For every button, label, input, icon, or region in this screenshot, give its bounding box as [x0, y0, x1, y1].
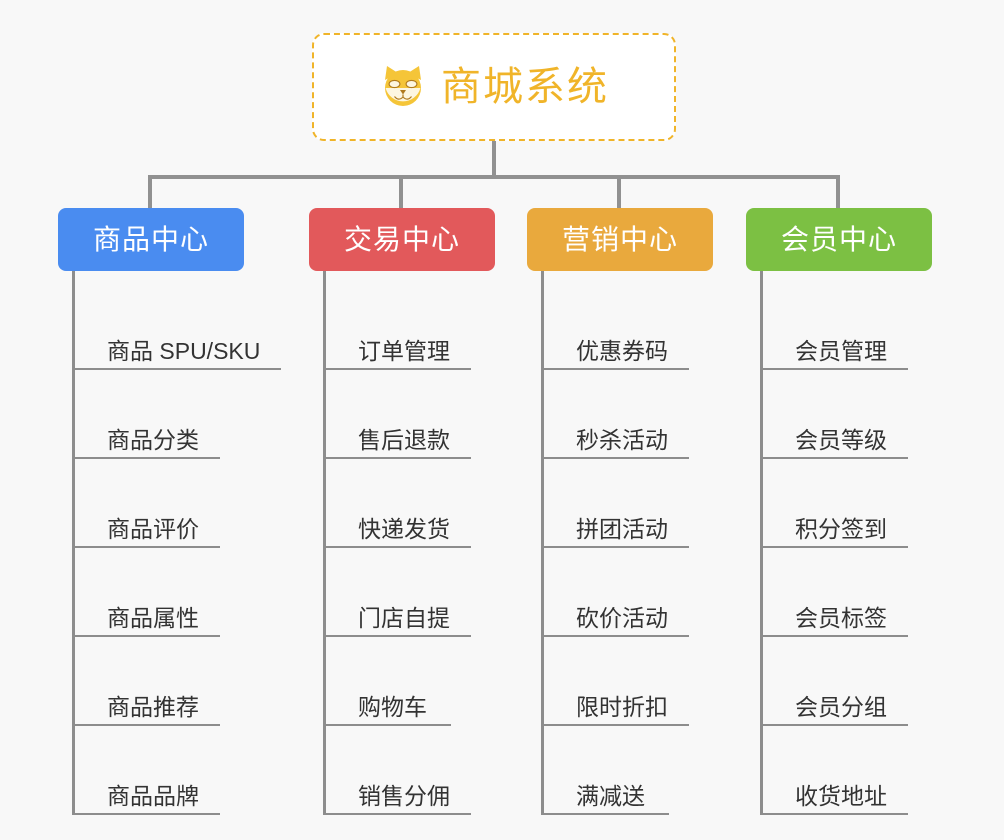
leaf-underline: [75, 546, 220, 548]
leaf-underline: [326, 546, 471, 548]
list-item[interactable]: 砍价活动: [544, 548, 713, 637]
leaf-list-product-center: 商品 SPU/SKU 商品分类 商品评价 商品属性 商品推荐 商品品牌: [72, 271, 281, 815]
leaf-label: 秒杀活动: [576, 426, 668, 453]
leaf-list-trade-center: 订单管理 售后退款 快递发货 门店自提 购物车 销售分佣: [323, 271, 495, 815]
leaf-underline: [763, 724, 908, 726]
branch-marketing-center: 营销中心 优惠券码 秒杀活动 拼团活动 砍价活动 限时折扣: [527, 208, 713, 815]
connector-drop-marketing-center: [617, 175, 621, 209]
leaf-label: 购物车: [358, 693, 427, 720]
leaf-label: 积分签到: [795, 515, 887, 542]
category-label: 营销中心: [561, 223, 678, 255]
leaf-underline: [326, 457, 471, 459]
leaf-label: 商品评价: [107, 515, 199, 542]
leaf-label: 收货地址: [795, 782, 887, 809]
root-node[interactable]: 商城系统: [312, 33, 676, 141]
leaf-underline: [763, 457, 908, 459]
list-item[interactable]: 商品品牌: [75, 726, 244, 815]
list-item[interactable]: 门店自提: [326, 548, 495, 637]
leaf-label: 商品分类: [107, 426, 199, 453]
leaf-underline: [544, 546, 689, 548]
leaf-label: 销售分佣: [358, 782, 450, 809]
leaf-underline: [326, 724, 451, 726]
leaf-label: 拼团活动: [576, 515, 668, 542]
root-title: 商城系统: [441, 65, 609, 109]
category-header-trade-center[interactable]: 交易中心: [309, 208, 495, 271]
category-label: 交易中心: [343, 223, 460, 255]
list-item[interactable]: 订单管理: [326, 281, 495, 370]
leaf-underline: [763, 635, 908, 637]
leaf-label: 商品品牌: [107, 782, 199, 809]
leaf-underline: [75, 457, 220, 459]
branch-member-center: 会员中心 会员管理 会员等级 积分签到 会员标签 会员分组: [746, 208, 932, 815]
branch-product-center: 商品中心 商品 SPU/SKU 商品分类 商品评价 商品属性 商品推荐: [58, 208, 281, 815]
shiba-inu-dog-face-icon: [379, 63, 427, 111]
leaf-label: 满减送: [576, 782, 645, 809]
leaf-list-marketing-center: 优惠券码 秒杀活动 拼团活动 砍价活动 限时折扣 满减送: [541, 271, 713, 815]
list-item[interactable]: 限时折扣: [544, 637, 713, 726]
connector-drop-trade-center: [399, 175, 403, 209]
leaf-label: 售后退款: [358, 426, 450, 453]
leaf-underline: [763, 813, 908, 815]
connector-root-stem: [492, 141, 496, 178]
leaf-label: 会员标签: [795, 604, 887, 631]
leaf-label: 商品推荐: [107, 693, 199, 720]
list-item[interactable]: 销售分佣: [326, 726, 495, 815]
list-item[interactable]: 快递发货: [326, 459, 495, 548]
leaf-underline: [75, 368, 281, 370]
leaf-underline: [544, 813, 669, 815]
leaf-label: 砍价活动: [576, 604, 668, 631]
leaf-label: 商品属性: [107, 604, 199, 631]
leaf-label: 限时折扣: [576, 693, 668, 720]
leaf-label: 优惠券码: [576, 337, 668, 364]
connector-horizontal-bus: [148, 175, 840, 179]
list-item[interactable]: 商品属性: [75, 548, 244, 637]
leaf-label: 门店自提: [358, 604, 450, 631]
leaf-label: 会员等级: [795, 426, 887, 453]
list-item[interactable]: 售后退款: [326, 370, 495, 459]
list-item[interactable]: 会员管理: [763, 281, 932, 370]
leaf-label: 会员分组: [795, 693, 887, 720]
leaf-underline: [326, 813, 471, 815]
category-header-marketing-center[interactable]: 营销中心: [527, 208, 713, 271]
leaf-underline: [75, 635, 220, 637]
list-item[interactable]: 商品推荐: [75, 637, 244, 726]
leaf-underline: [326, 635, 471, 637]
leaf-underline: [544, 368, 689, 370]
leaf-underline: [544, 635, 689, 637]
leaf-underline: [326, 368, 471, 370]
branch-trade-center: 交易中心 订单管理 售后退款 快递发货 门店自提 购物车: [309, 208, 495, 815]
category-label: 会员中心: [780, 223, 897, 255]
list-item[interactable]: 商品 SPU/SKU: [75, 281, 281, 370]
leaf-underline: [763, 546, 908, 548]
list-item[interactable]: 购物车: [326, 637, 495, 726]
list-item[interactable]: 会员分组: [763, 637, 932, 726]
connector-drop-product-center: [148, 175, 152, 209]
list-item[interactable]: 商品分类: [75, 370, 244, 459]
leaf-label: 商品 SPU/SKU: [107, 337, 261, 364]
list-item[interactable]: 满减送: [544, 726, 713, 815]
category-label: 商品中心: [92, 223, 209, 255]
list-item[interactable]: 积分签到: [763, 459, 932, 548]
leaf-label: 快递发货: [358, 515, 450, 542]
leaf-underline: [75, 724, 220, 726]
list-item[interactable]: 会员等级: [763, 370, 932, 459]
leaf-label: 订单管理: [358, 337, 450, 364]
list-item[interactable]: 优惠券码: [544, 281, 713, 370]
leaf-underline: [75, 813, 220, 815]
leaf-underline: [544, 457, 689, 459]
leaf-underline: [763, 368, 908, 370]
list-item[interactable]: 会员标签: [763, 548, 932, 637]
category-header-member-center[interactable]: 会员中心: [746, 208, 932, 271]
connector-drop-member-center: [836, 175, 840, 209]
category-header-product-center[interactable]: 商品中心: [58, 208, 244, 271]
list-item[interactable]: 秒杀活动: [544, 370, 713, 459]
leaf-label: 会员管理: [795, 337, 887, 364]
list-item[interactable]: 收货地址: [763, 726, 932, 815]
list-item[interactable]: 商品评价: [75, 459, 244, 548]
list-item[interactable]: 拼团活动: [544, 459, 713, 548]
leaf-underline: [544, 724, 689, 726]
leaf-list-member-center: 会员管理 会员等级 积分签到 会员标签 会员分组 收货地址: [760, 271, 932, 815]
